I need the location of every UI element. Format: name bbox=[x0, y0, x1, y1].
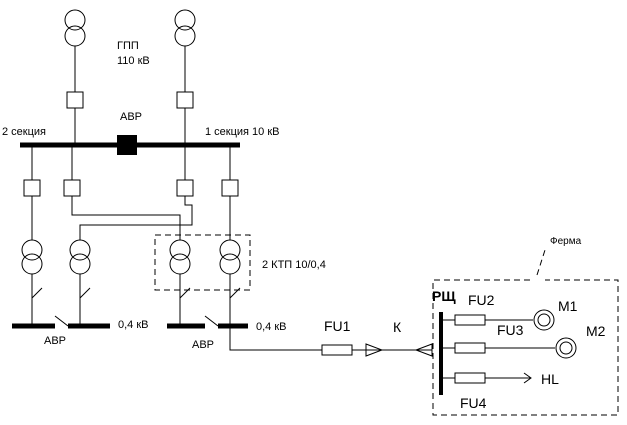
fu1-label: FU1 bbox=[324, 318, 351, 334]
k-label: К bbox=[393, 319, 402, 335]
m2-label: М2 bbox=[586, 323, 606, 339]
hl-label: HL bbox=[541, 371, 559, 387]
avr-switch-left bbox=[54, 315, 69, 327]
avr-mid-label: АВР bbox=[192, 339, 214, 351]
rsch-label: РЩ bbox=[432, 288, 456, 304]
ktp-transformer-2 bbox=[219, 239, 241, 298]
fu4-label: FU4 bbox=[460, 395, 487, 411]
fuse-fu4 bbox=[454, 372, 486, 384]
ktp-label: 2 КТП 10/0,4 bbox=[262, 259, 326, 271]
farm-label: Ферма bbox=[550, 236, 582, 247]
v04-left-label: 0,4 кВ bbox=[118, 319, 149, 331]
breaker-box-gpp-left bbox=[66, 91, 84, 109]
breaker-box-feeder-4 bbox=[221, 179, 239, 197]
avr-top-label: АВР bbox=[120, 111, 142, 123]
transformer-left-1 bbox=[21, 239, 43, 298]
ktp-transformer-1 bbox=[169, 239, 191, 298]
transformer-left-2 bbox=[69, 239, 91, 298]
motor-m2 bbox=[555, 337, 577, 359]
farm-feed-line bbox=[229, 326, 322, 351]
avr-switch-mid bbox=[204, 315, 219, 327]
fuse-fu1 bbox=[321, 344, 353, 356]
breaker-box-feeder-2 bbox=[63, 179, 81, 197]
motor-m1 bbox=[533, 309, 555, 331]
gpp-transformer-right bbox=[174, 9, 196, 92]
v04-mid-label: 0,4 кВ bbox=[256, 321, 287, 333]
ktp-enclosure bbox=[154, 234, 251, 291]
contactor-arrow-left bbox=[414, 343, 433, 357]
m1-label: М1 bbox=[558, 298, 578, 314]
gpp-transformer-left bbox=[64, 9, 86, 92]
gpp-voltage-label: 110 кВ bbox=[117, 55, 150, 67]
gpp-label: ГПП bbox=[117, 40, 139, 52]
avr-sectional-breaker bbox=[117, 135, 137, 155]
fu2-label: FU2 bbox=[468, 292, 495, 308]
fu3-label: FU3 bbox=[497, 322, 524, 338]
farm-leader bbox=[536, 249, 546, 276]
feeder-lines bbox=[31, 145, 231, 180]
contactor-arrow-right bbox=[365, 343, 384, 357]
lighting-arrow bbox=[523, 372, 532, 384]
section2-label: 2 секция bbox=[2, 126, 46, 138]
farm-enclosure bbox=[432, 279, 619, 416]
crossing-connections bbox=[31, 196, 231, 240]
breaker-box-feeder-1 bbox=[23, 179, 41, 197]
fuse-fu3 bbox=[454, 342, 486, 354]
breaker-box-feeder-3 bbox=[176, 179, 194, 197]
breaker-box-gpp-right bbox=[176, 91, 194, 109]
avr-left-label: АВР bbox=[44, 335, 66, 347]
fuse-fu2 bbox=[454, 314, 486, 326]
switches-left bbox=[31, 287, 91, 324]
section1-label: 1 секция 10 кВ bbox=[205, 126, 280, 138]
switches-mid bbox=[179, 287, 241, 324]
